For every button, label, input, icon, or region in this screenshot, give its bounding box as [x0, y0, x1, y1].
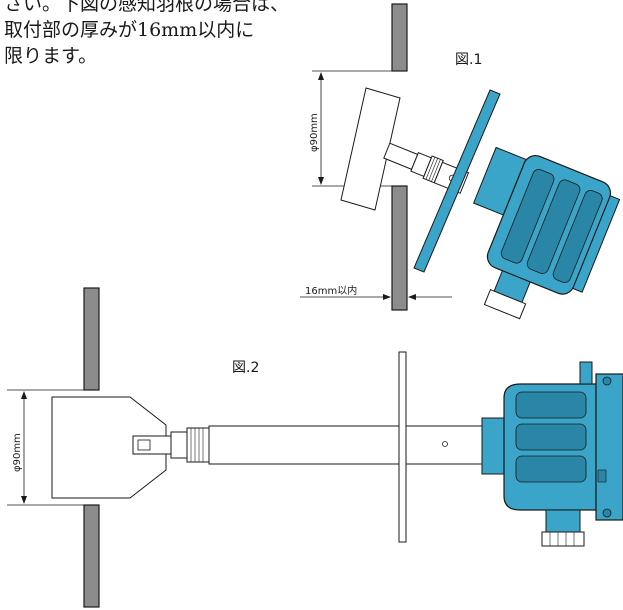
figure1-diagram: φ90mm — [300, 3, 621, 320]
fig2-tube-end — [405, 425, 483, 465]
fig1-arrow-down — [318, 177, 324, 185]
fig1-housing — [472, 146, 621, 320]
figure2-diagram: φ90mm — [7, 287, 623, 608]
fig1-thickness-arrow-right — [383, 294, 391, 300]
fig1-arrow-up — [318, 72, 324, 80]
fig1-thickness-label: 16mm以内 — [305, 284, 357, 297]
figure1-label: 図.1 — [455, 52, 483, 68]
fig1-diameter-label: φ90mm — [309, 113, 320, 152]
fig2-shaft-neck — [170, 431, 188, 459]
intro-line-3: 限ります。 — [4, 45, 98, 67]
fig2-paddle — [51, 396, 167, 499]
figure2-label: 図.2 — [232, 360, 260, 376]
fig1-paddle-holder — [383, 142, 419, 170]
fig1-paddle — [340, 87, 401, 211]
fig2-screw-hole — [442, 441, 448, 447]
fig2-wall-bottom — [83, 504, 100, 608]
fig1-flange — [413, 89, 501, 273]
fig2-flange — [398, 351, 407, 543]
fig2-arrow-up — [21, 391, 27, 399]
fig1-thickness-arrow-left — [408, 294, 416, 300]
fig2-extension-tube — [208, 425, 400, 465]
fig2-diameter-label: φ90mm — [12, 433, 23, 472]
fig2-arrow-down — [21, 496, 27, 504]
fig1-wall-bottom — [391, 185, 408, 311]
intro-line-1: さい。下図の感知羽根の場合は、 — [4, 0, 290, 15]
intro-line-2: 取付部の厚みが16mm以内に — [4, 19, 255, 41]
fig2-nut — [186, 427, 210, 463]
fig1-wall-top — [391, 3, 408, 72]
fig2-housing — [481, 361, 623, 547]
fig2-wall-top — [83, 287, 100, 391]
intro-text: さい。下図の感知羽根の場合は、 取付部の厚みが16mm以内に 限ります。 — [4, 0, 289, 69]
